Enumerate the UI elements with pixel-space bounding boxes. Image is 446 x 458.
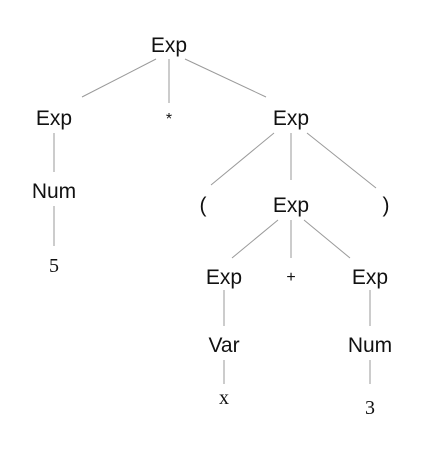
node-three: 3 xyxy=(365,397,375,419)
node-num-right: Num xyxy=(348,334,392,357)
node-right-exp: Exp xyxy=(273,107,309,130)
edge-inner-exp-sum-left xyxy=(231,219,279,259)
node-plus: + xyxy=(286,269,295,286)
edge-root-left-exp xyxy=(81,58,157,98)
node-sum-left-exp: Exp xyxy=(206,266,242,289)
edge-right-exp-lparen xyxy=(210,132,275,186)
node-five: 5 xyxy=(49,255,59,277)
edge-inner-exp-sum-right xyxy=(303,219,351,259)
node-inner-exp: Exp xyxy=(273,194,309,217)
tree-edges xyxy=(53,58,377,384)
node-lparen: ( xyxy=(200,194,207,217)
tree-nodes: Exp Exp * Exp Num 5 ( Exp ) Exp + Exp Va… xyxy=(32,34,392,419)
node-x: x xyxy=(219,387,229,409)
edge-root-right-exp xyxy=(184,58,267,98)
node-times: * xyxy=(166,111,172,128)
node-rparen: ) xyxy=(383,194,390,217)
node-var: Var xyxy=(208,334,239,357)
edge-right-exp-rparen xyxy=(306,132,377,189)
node-sum-right-exp: Exp xyxy=(352,266,388,289)
node-left-exp: Exp xyxy=(36,107,72,130)
node-num-left: Num xyxy=(32,180,76,203)
node-root-exp: Exp xyxy=(151,34,187,57)
